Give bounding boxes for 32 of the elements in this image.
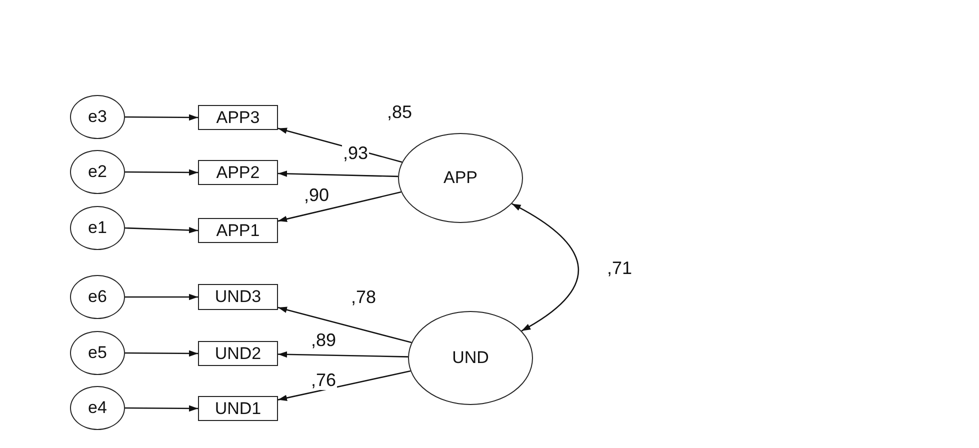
error-term-ellipse: e2	[70, 150, 125, 194]
edge-label: ,78	[350, 287, 378, 307]
indicator-box: APP2	[198, 160, 278, 185]
arrow	[278, 370, 411, 401]
arrow	[125, 405, 198, 412]
arrow	[125, 114, 198, 121]
arrow	[278, 306, 412, 344]
latent-variable-ellipse: UND	[408, 311, 533, 405]
edge-label: ,93	[342, 143, 370, 163]
arrow	[124, 227, 198, 234]
arrow	[278, 191, 402, 222]
indicator-box: UND2	[198, 341, 278, 366]
arrow	[125, 350, 198, 357]
indicator-box: UND3	[198, 284, 278, 310]
indicator-box: UND1	[198, 396, 278, 421]
arrow	[125, 169, 198, 176]
arrow	[125, 294, 198, 300]
error-term-ellipse: e5	[70, 331, 125, 375]
edge-label: ,76	[310, 370, 338, 390]
error-term-ellipse: e1	[70, 206, 125, 250]
arrow	[278, 351, 408, 358]
error-term-ellipse: e4	[70, 386, 125, 430]
edge-label: ,89	[310, 330, 338, 350]
indicator-box: APP1	[198, 218, 278, 243]
arrow	[278, 170, 398, 178]
edge-label: ,90	[303, 185, 330, 205]
covariance-arrow	[511, 203, 579, 332]
latent-variable-ellipse: APP	[398, 133, 523, 223]
edge-label: ,85	[386, 102, 414, 122]
error-term-ellipse: e6	[70, 275, 125, 319]
error-term-ellipse: e3	[70, 95, 125, 139]
indicator-box: APP3	[198, 105, 278, 130]
